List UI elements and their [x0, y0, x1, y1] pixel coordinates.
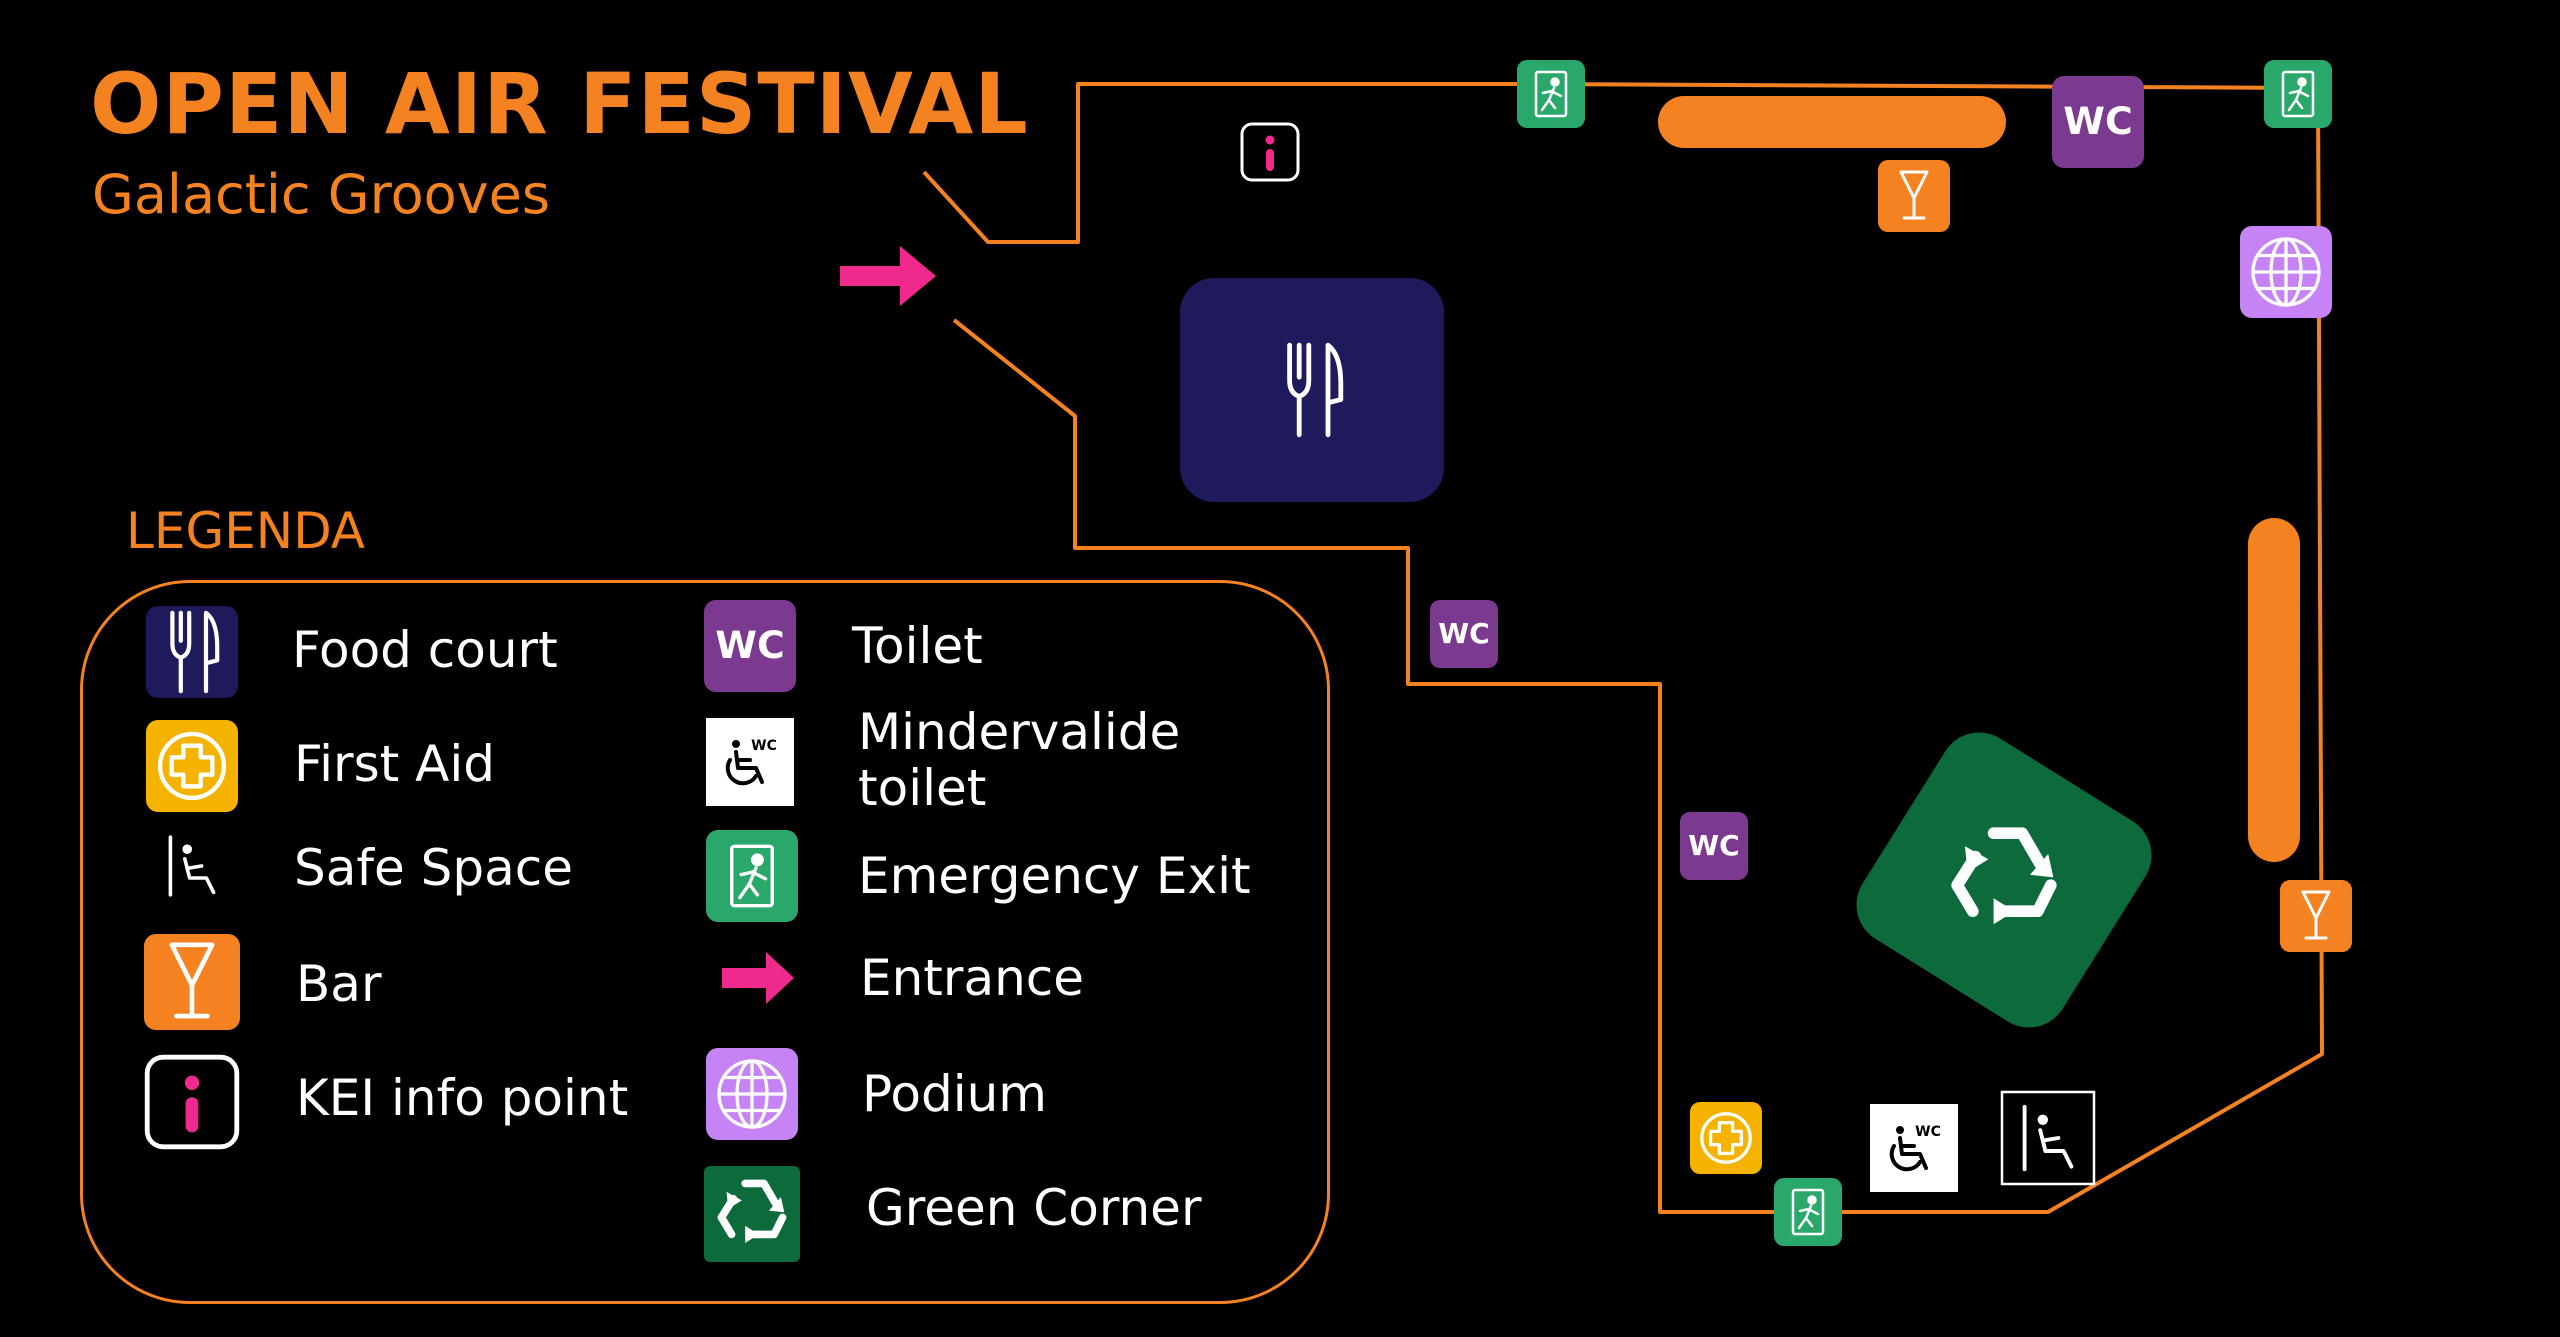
legend-label-first-aid: First Aid: [294, 735, 495, 793]
wheelchair-wc-icon-map: [1870, 1104, 1958, 1192]
legend-label-green-corner: Green Corner: [866, 1179, 1202, 1237]
wc-icon-top: [2052, 76, 2144, 168]
legend-label-info-point: KEI info point: [296, 1069, 629, 1127]
food-court-area: [1180, 278, 1444, 502]
emergency-exit-icon-bottom: [1774, 1178, 1842, 1246]
legend-green-corner-icon: [704, 1166, 800, 1262]
green-corner-area: [1856, 732, 2152, 1028]
legend-first-aid-icon: [146, 720, 238, 812]
entrance-arrow-icon: [840, 246, 936, 306]
info-point-icon: [1240, 122, 1300, 182]
legend-safe-space-icon: [152, 826, 232, 906]
legend-emergency-exit-icon: [706, 830, 798, 922]
wc-icon-lower: [1680, 812, 1748, 880]
first-aid-icon-map: [1690, 1102, 1762, 1174]
legend-label-toilet: Toilet: [852, 617, 983, 675]
legend-heading: LEGENDA: [126, 502, 366, 560]
legend-label-bar: Bar: [296, 955, 382, 1013]
festival-boundary-line: [922, 82, 2324, 1214]
legend-panel: [80, 580, 1330, 1304]
legend-label-emergency-exit: Emergency Exit: [858, 847, 1251, 905]
legend-label-podium: Podium: [862, 1065, 1047, 1123]
legend-entrance-arrow-icon: [722, 952, 794, 1004]
legend-label-entrance: Entrance: [860, 949, 1085, 1007]
podium-globe-icon: [2240, 226, 2332, 318]
bar-icon-top: [1878, 160, 1950, 232]
bar-icon-right: [2280, 880, 2352, 952]
legend-wheelchair-wc-icon: [706, 718, 794, 806]
legend-label-food-court: Food court: [292, 621, 558, 679]
legend-bar-icon: [144, 934, 240, 1030]
top-bar-counter: [1658, 96, 2006, 148]
legend-podium-icon: [706, 1048, 798, 1140]
page-title: OPEN AIR FESTIVAL: [90, 55, 1029, 153]
emergency-exit-icon-top-left: [1517, 60, 1585, 128]
emergency-exit-icon-top-right: [2264, 60, 2332, 128]
legend-label-accessible-toilet: Mindervalide toilet: [858, 703, 1181, 817]
page-subtitle: Galactic Grooves: [92, 163, 550, 226]
right-bar-counter: [2248, 518, 2300, 862]
legend-label-safe-space: Safe Space: [294, 839, 574, 897]
legend-toilet-icon: [704, 600, 796, 692]
wc-icon-middle: [1430, 600, 1498, 668]
safe-space-icon-map: [2000, 1090, 2096, 1186]
